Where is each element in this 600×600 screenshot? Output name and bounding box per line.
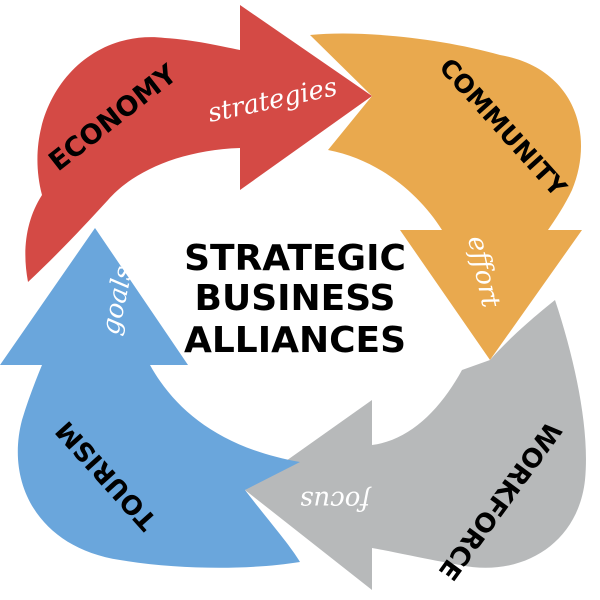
center-title: STRATEGIC BUSINESS ALLIANCES [184,238,406,361]
segment-tourism: TOURISM goals [0,228,300,568]
center-title-line-3: ALLIANCES [184,320,406,361]
segment-community-shape [310,33,582,361]
segment-tourism-shape [0,228,300,568]
segment-economy-shape [25,5,372,282]
focus-connector-label: focus [300,485,372,515]
segment-workforce: WORKFORCE focus [245,300,586,590]
segment-workforce-shape [245,300,586,590]
segment-community: COMMUNITY effort [310,33,582,361]
center-title-line-2: BUSINESS [195,278,396,319]
segment-economy: ECONOMY strategies [25,5,372,282]
center-title-line-1: STRATEGIC [184,238,406,279]
